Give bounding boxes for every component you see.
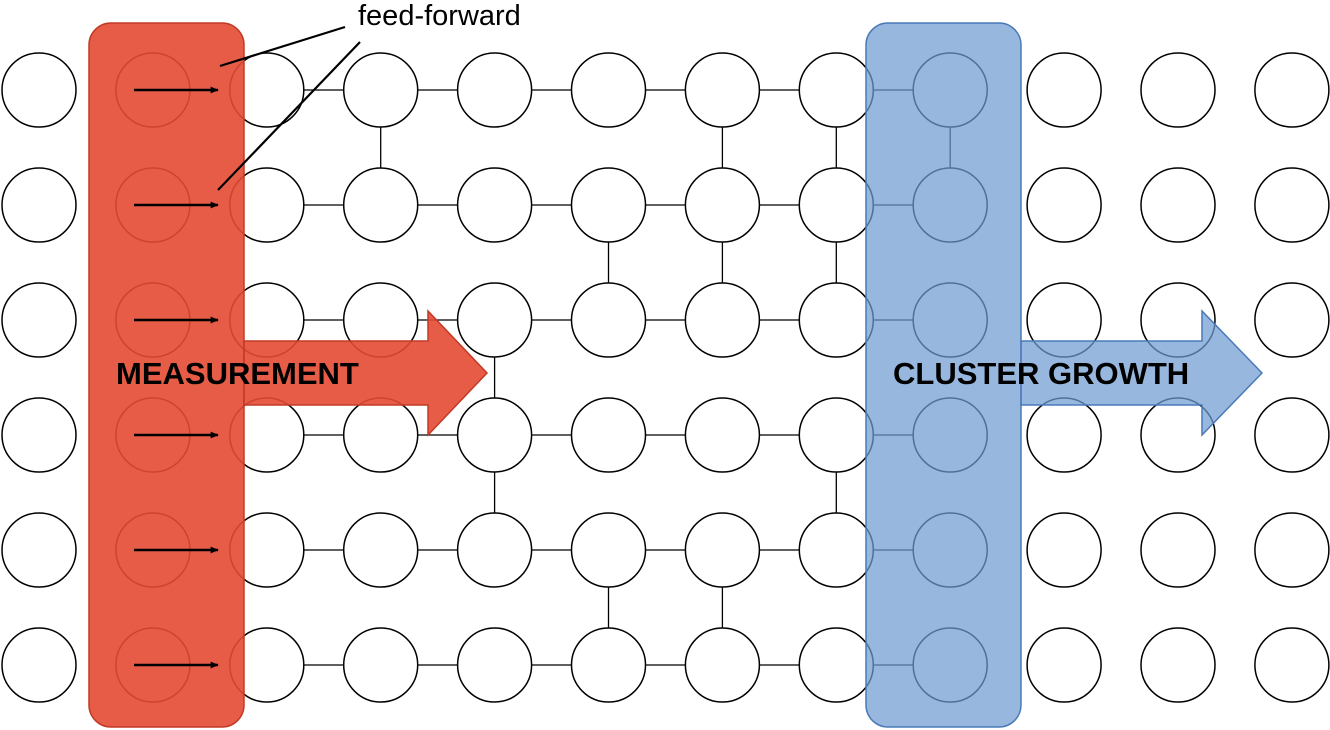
qubit-node bbox=[1140, 627, 1216, 703]
qubit-node bbox=[456, 512, 533, 588]
qubit-node bbox=[456, 282, 533, 358]
measurement-label: MEASUREMENT bbox=[116, 356, 359, 391]
qubit-node bbox=[1026, 52, 1102, 128]
qubit-node bbox=[798, 167, 875, 243]
qubit-node bbox=[342, 167, 419, 243]
qubit-node bbox=[456, 167, 533, 243]
qubit-node bbox=[1026, 512, 1102, 588]
qubit-node bbox=[1, 397, 77, 473]
cluster-growth-band bbox=[865, 22, 1264, 728]
qubit-node bbox=[570, 512, 647, 588]
qubit-node bbox=[1254, 167, 1330, 243]
qubit-node bbox=[570, 167, 647, 243]
qubit-node bbox=[684, 512, 761, 588]
qubit-node bbox=[570, 397, 647, 473]
qubit-node bbox=[1, 512, 77, 588]
qubit-node bbox=[1, 52, 77, 128]
qubit-node bbox=[570, 627, 647, 703]
qubit-node bbox=[1254, 282, 1330, 358]
cluster-growth-arrow bbox=[1020, 309, 1264, 437]
qubit-node bbox=[798, 282, 875, 358]
qubit-node bbox=[1140, 512, 1216, 588]
qubit-node bbox=[798, 52, 875, 128]
measurement-arrow bbox=[243, 309, 489, 437]
qubit-node bbox=[1, 167, 77, 243]
annotation-pointer-line bbox=[217, 41, 361, 191]
qubit-node bbox=[1254, 397, 1330, 473]
qubit-node bbox=[684, 167, 761, 243]
qubit-node bbox=[798, 397, 875, 473]
qubit-node bbox=[684, 397, 761, 473]
qubit-node bbox=[1, 627, 77, 703]
qubit-node bbox=[456, 397, 533, 473]
qubit-node bbox=[570, 282, 647, 358]
qubit-node bbox=[684, 282, 761, 358]
qubit-node bbox=[684, 627, 761, 703]
qubit-node bbox=[342, 627, 419, 703]
qubit-node bbox=[1140, 167, 1216, 243]
qubit-node bbox=[1254, 512, 1330, 588]
feed-forward-label: feed-forward bbox=[358, 0, 521, 32]
qubit-node bbox=[570, 52, 647, 128]
qubit-node bbox=[456, 52, 533, 128]
qubit-node bbox=[342, 512, 419, 588]
qubit-node bbox=[456, 627, 533, 703]
qubit-node bbox=[1026, 167, 1102, 243]
qubit-node bbox=[1254, 627, 1330, 703]
qubit-node bbox=[1026, 627, 1102, 703]
qubit-node bbox=[798, 627, 875, 703]
qubit-node bbox=[798, 512, 875, 588]
annotation-pointer-line bbox=[219, 25, 346, 68]
qubit-node bbox=[1140, 52, 1216, 128]
feed-forward-arrows bbox=[134, 86, 219, 669]
cluster-growth-label: CLUSTER GROWTH bbox=[893, 356, 1189, 391]
qubit-node bbox=[342, 52, 419, 128]
qubit-node bbox=[1, 282, 77, 358]
qubit-node bbox=[684, 52, 761, 128]
qubit-node bbox=[1254, 52, 1330, 128]
qubit-node bbox=[1026, 397, 1102, 473]
qubit-node bbox=[342, 397, 419, 473]
feed-forward-annotation: feed-forward bbox=[217, 0, 521, 191]
